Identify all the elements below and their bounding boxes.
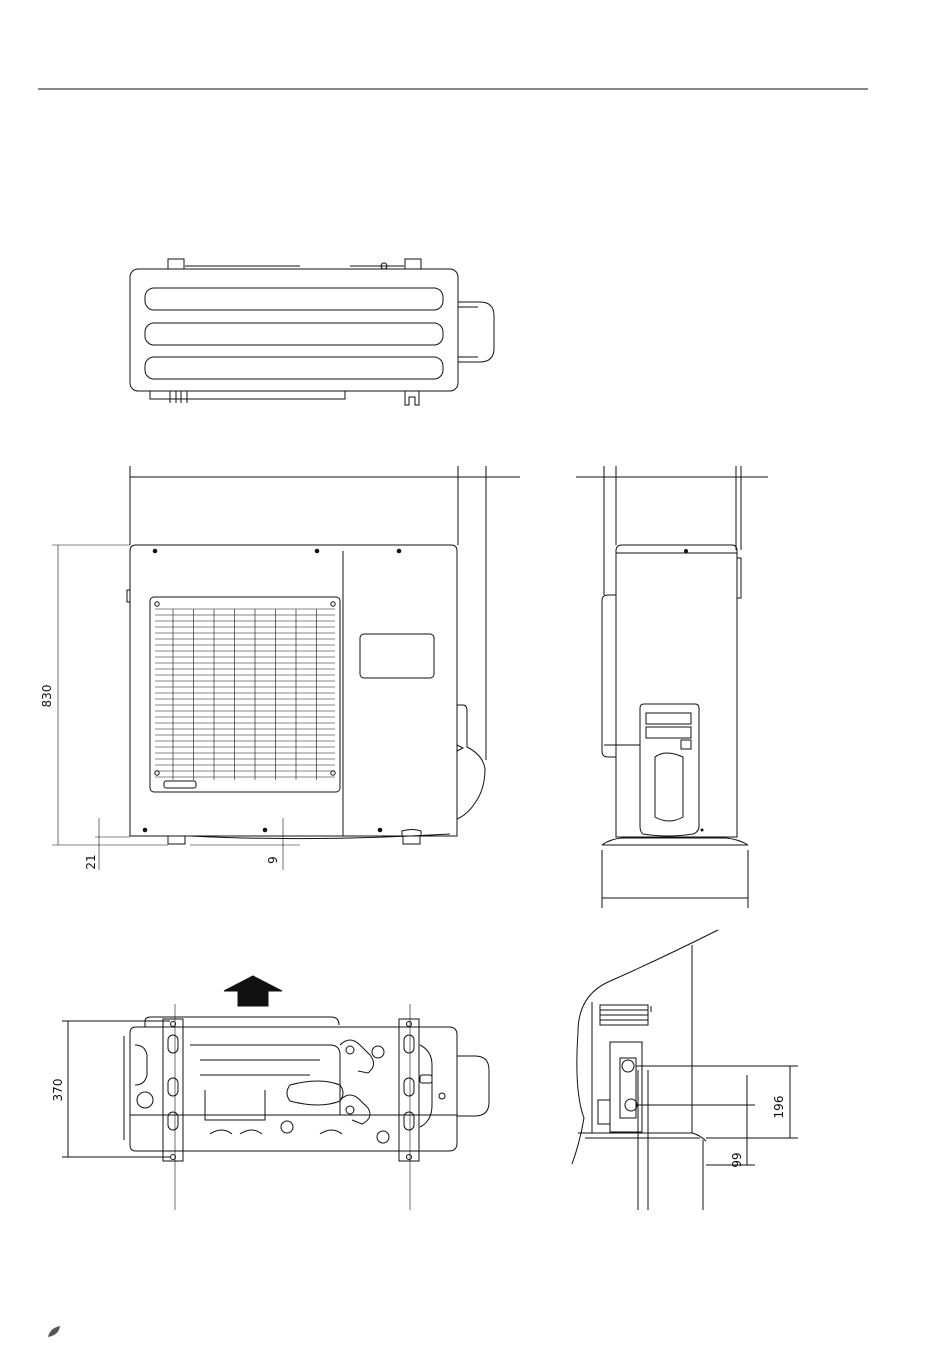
mounting-rails xyxy=(163,1019,419,1161)
top-view xyxy=(130,259,494,405)
front-dimension-lines xyxy=(52,545,300,870)
detail-view xyxy=(572,930,798,1210)
dim-depth: 370 xyxy=(51,1079,65,1102)
front-view xyxy=(127,466,520,844)
bottom-view xyxy=(62,976,489,1157)
dim-foot-offset: 9 xyxy=(266,856,280,864)
leaf-icon xyxy=(48,1326,60,1337)
dim-height: 830 xyxy=(40,685,54,708)
side-view xyxy=(576,466,768,908)
rail-centerlines xyxy=(175,1004,410,1210)
dim-pipe-upper: 196 xyxy=(772,1096,786,1119)
fan-grille xyxy=(155,609,335,780)
dim-pipe-lower: 99 xyxy=(730,1152,744,1167)
arrow-up-icon xyxy=(224,976,282,1006)
dim-base-offset: 21 xyxy=(84,854,98,869)
